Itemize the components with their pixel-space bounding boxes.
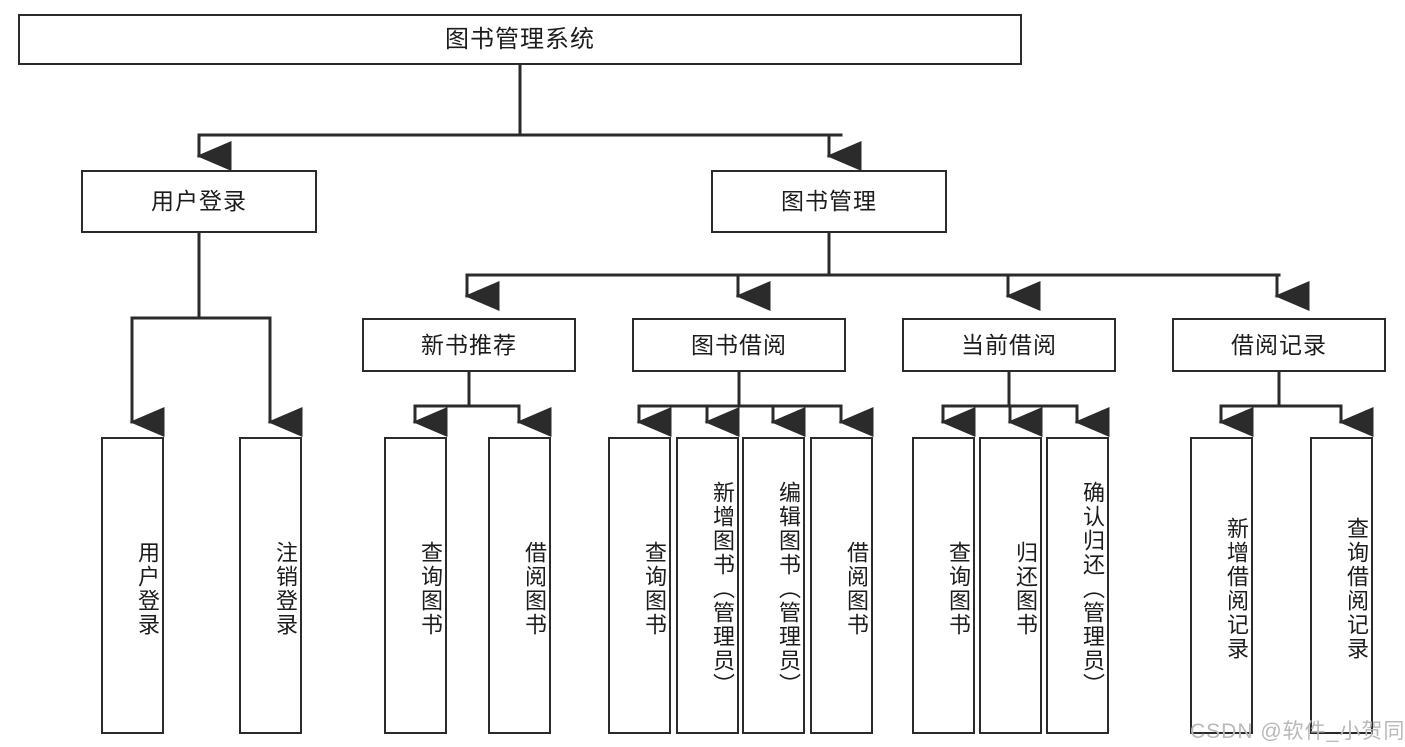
node-book-management[interactable]: 图书管理: [711, 170, 947, 233]
node-label: 新书推荐: [421, 331, 517, 358]
node-label: 借阅记录: [1231, 331, 1327, 358]
leaf-book-borrow-add-book-admin[interactable]: 新增图书（管理员）: [676, 437, 739, 734]
leaf-current-borrow-query-book[interactable]: 查询图书: [912, 437, 975, 734]
node-label: 图书管理系统: [445, 25, 595, 53]
leaf-borrow-record-query-record[interactable]: 查询借阅记录: [1310, 437, 1373, 734]
node-label: 用户登录: [151, 188, 247, 215]
node-borrow-record[interactable]: 借阅记录: [1172, 318, 1386, 372]
node-current-borrow[interactable]: 当前借阅: [902, 318, 1116, 372]
leaf-current-borrow-confirm-return-admin[interactable]: 确认归还（管理员）: [1046, 437, 1109, 734]
node-label: 图书管理: [781, 188, 877, 215]
leaf-book-borrow-edit-book-admin[interactable]: 编辑图书（管理员）: [742, 437, 805, 734]
leaf-book-borrow-borrow-book[interactable]: 借阅图书: [810, 437, 873, 734]
leaf-book-borrow-query-book[interactable]: 查询图书: [608, 437, 671, 734]
node-label: 查询借阅记录: [1344, 516, 1369, 661]
node-label: 注销登录: [273, 540, 298, 637]
leaf-new-book-borrow-book[interactable]: 借阅图书: [488, 437, 551, 734]
node-root-book-management-system[interactable]: 图书管理系统: [18, 14, 1022, 65]
leaf-borrow-record-add-record[interactable]: 新增借阅记录: [1190, 437, 1253, 734]
node-label: 查询图书: [418, 540, 443, 637]
leaf-new-book-query-book[interactable]: 查询图书: [384, 437, 447, 734]
node-label: 查询图书: [946, 540, 971, 637]
node-label: 确认归还（管理员）: [1080, 480, 1105, 697]
node-label: 图书借阅: [691, 331, 787, 358]
node-label: 借阅图书: [844, 540, 869, 637]
node-label: 用户登录: [135, 540, 160, 637]
leaf-user-login-login[interactable]: 用户登录: [101, 437, 164, 734]
node-book-borrow[interactable]: 图书借阅: [632, 318, 846, 372]
node-new-book-recommend[interactable]: 新书推荐: [362, 318, 576, 372]
node-label: 查询图书: [642, 540, 667, 637]
leaf-user-login-logout[interactable]: 注销登录: [239, 437, 302, 734]
leaf-current-borrow-return-book[interactable]: 归还图书: [979, 437, 1042, 734]
node-label: 归还图书: [1013, 540, 1038, 637]
node-label: 新增借阅记录: [1224, 516, 1249, 661]
node-label: 当前借阅: [961, 331, 1057, 358]
node-user-login[interactable]: 用户登录: [81, 170, 317, 233]
csdn-watermark: CSDN @软件_小贺同学: [1190, 720, 1405, 743]
node-label: 编辑图书（管理员）: [776, 480, 801, 697]
node-label: 借阅图书: [522, 540, 547, 637]
node-label: 新增图书（管理员）: [710, 480, 735, 697]
